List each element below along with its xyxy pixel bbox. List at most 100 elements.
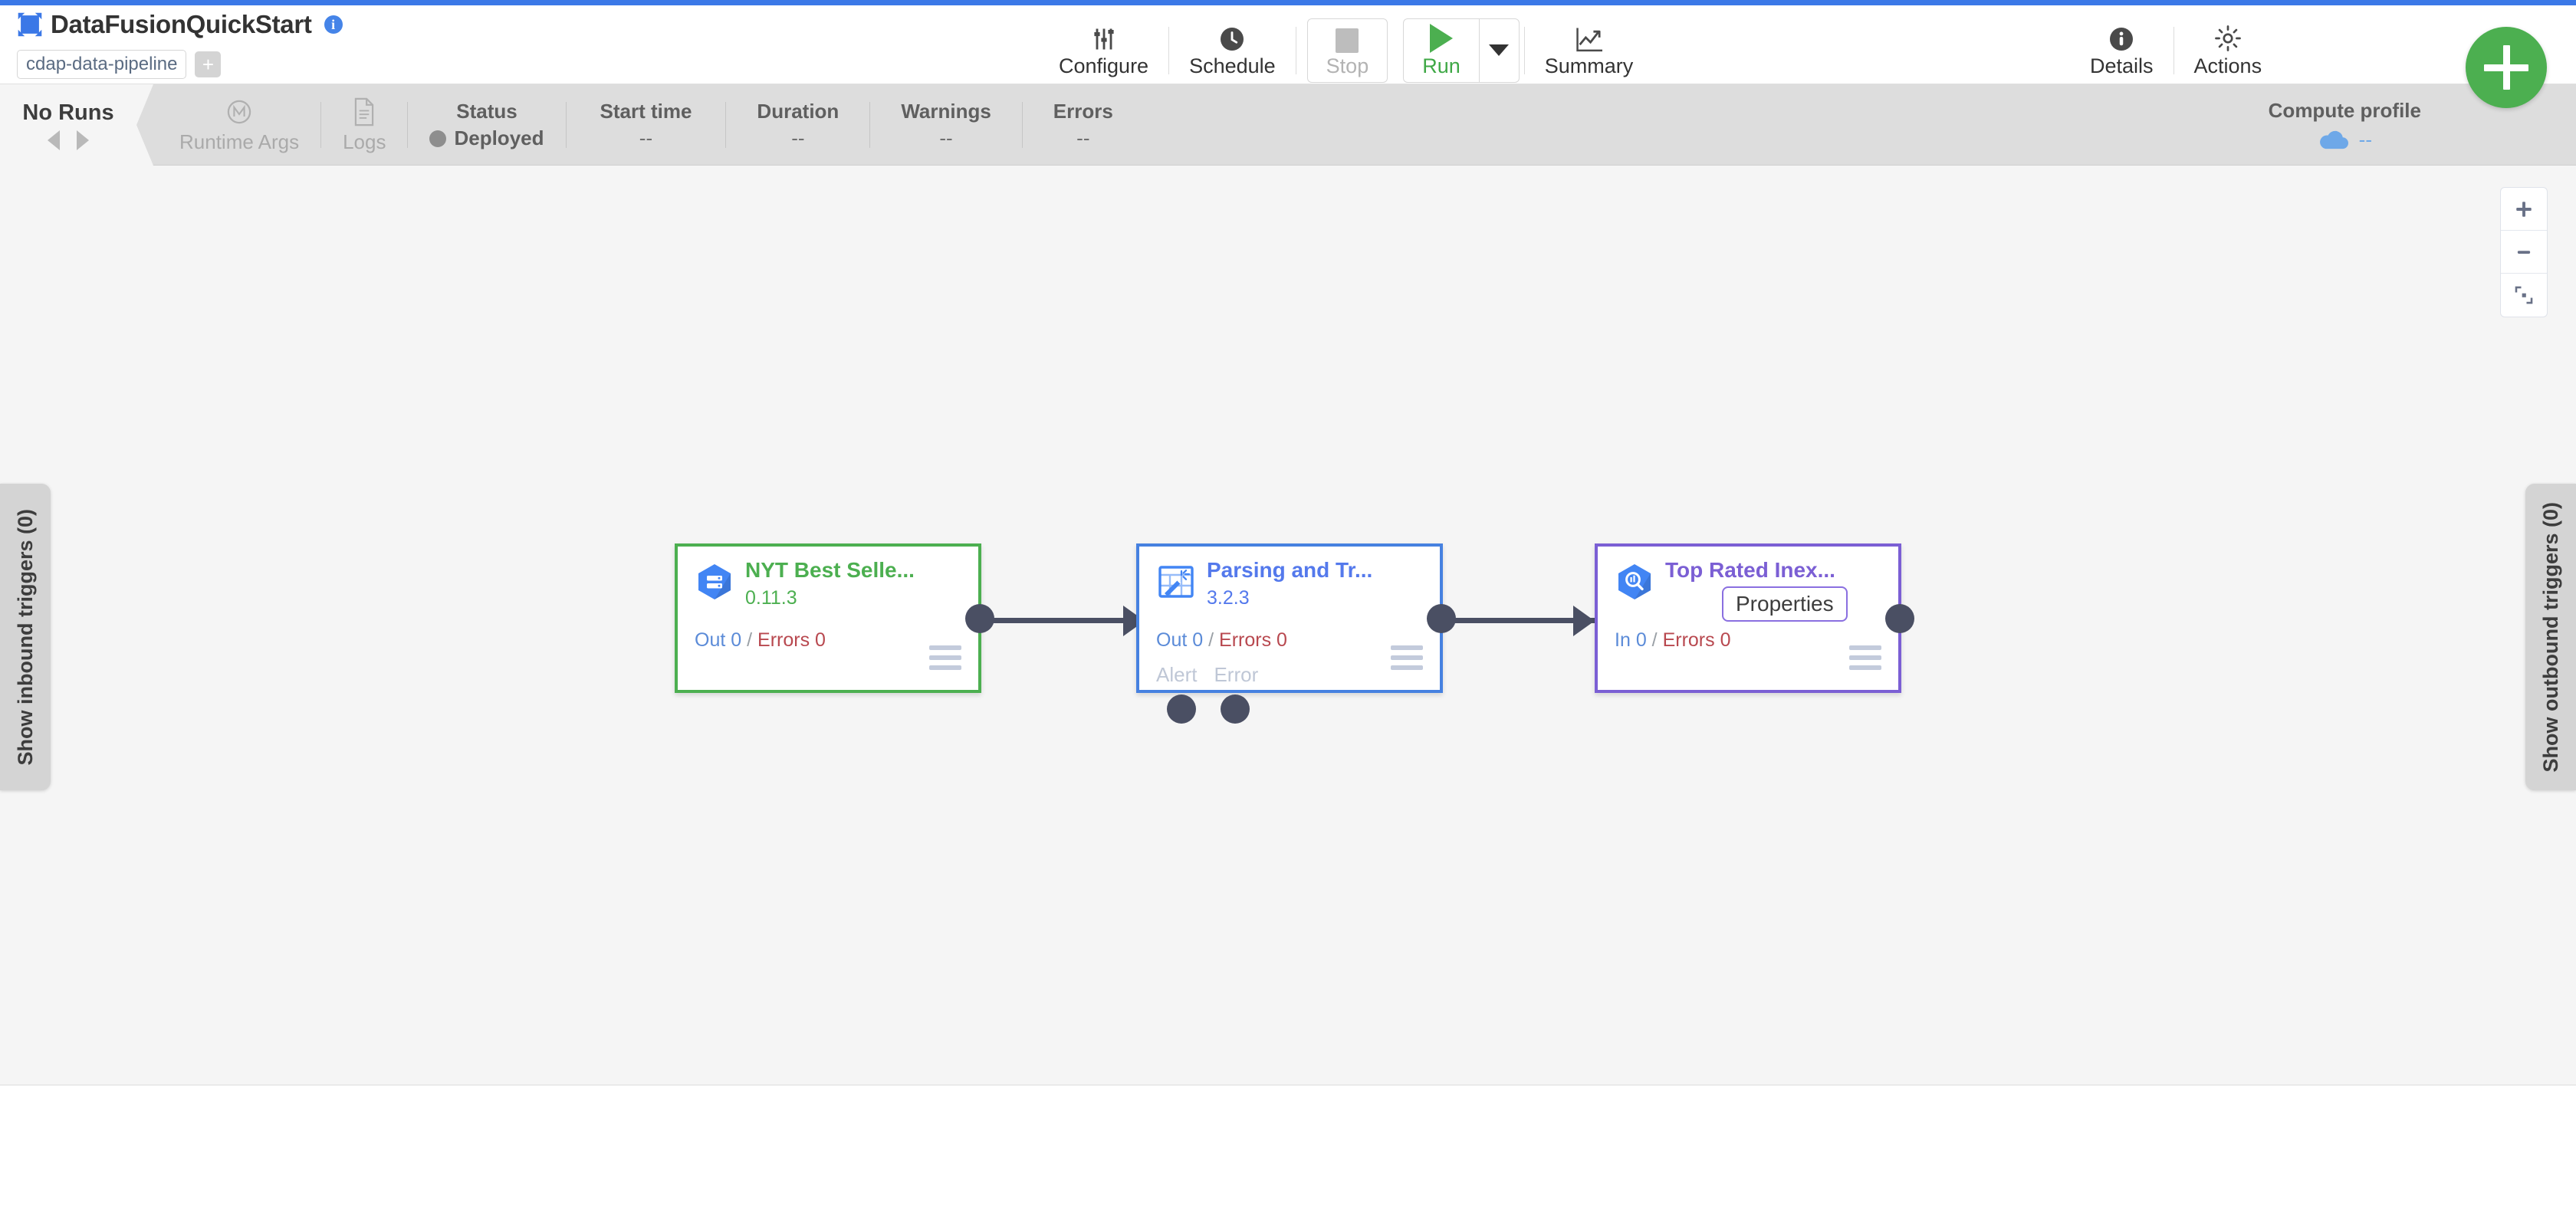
node-top-rated-inexpensive[interactable]: Top Rated Inex... Properties In 0 / Erro…: [1595, 543, 1901, 693]
node-metrics: In 0 / Errors 0: [1615, 629, 1731, 652]
errors-cell: Errors --: [1023, 84, 1144, 166]
hamburger-icon[interactable]: [1391, 645, 1423, 670]
details-label: Details: [2090, 54, 2154, 77]
connection-arrow-2: [1573, 606, 1595, 636]
page-title: DataFusionQuickStart: [51, 10, 312, 38]
document-icon: [352, 96, 376, 128]
node-title: Top Rated Inex...: [1665, 558, 1835, 582]
run-button[interactable]: Run: [1404, 19, 1479, 82]
actions-button[interactable]: Actions: [2174, 21, 2282, 80]
logs-button[interactable]: Logs: [321, 84, 407, 166]
warnings-value: --: [939, 126, 953, 149]
toolbar-divider: [1523, 26, 1525, 74]
runs-metrics-row: Runtime Args Logs Status Depl: [158, 84, 1144, 166]
zoom-out-button[interactable]: [2501, 231, 2547, 274]
toolbar-divider: [1168, 26, 1170, 74]
node-out-value: 0: [1192, 629, 1204, 651]
caret-right-icon[interactable]: [77, 130, 89, 150]
sliders-icon: [1089, 24, 1119, 53]
errors-label: Errors: [1053, 100, 1113, 123]
runtime-args-button[interactable]: Runtime Args: [158, 84, 320, 166]
error-port-endpoint[interactable]: [1221, 694, 1250, 724]
compute-profile-value: --: [2358, 127, 2372, 151]
node-output-endpoint-1[interactable]: [965, 604, 994, 633]
stop-square-icon: [1336, 24, 1359, 53]
status-badge: Deployed: [454, 126, 544, 149]
run-label: Run: [1422, 54, 1460, 77]
properties-tooltip[interactable]: Properties: [1722, 586, 1848, 622]
logs-label: Logs: [343, 130, 386, 153]
run-button-group[interactable]: Run: [1403, 18, 1520, 83]
node-errors-value: 0: [1276, 629, 1287, 651]
artifact-row: cdap-data-pipeline +: [17, 50, 222, 80]
runs-divider: [407, 102, 409, 148]
node-out-value: 0: [731, 629, 742, 651]
runs-divider: [320, 102, 322, 148]
node-output-endpoint-3[interactable]: [1885, 604, 1914, 633]
errors-value: --: [1076, 126, 1090, 149]
node-title: Parsing and Tr...: [1207, 558, 1373, 582]
outbound-triggers-tab[interactable]: Show outbound triggers (0): [2525, 484, 2576, 790]
runs-bar: No Runs Runtime Args: [0, 84, 2576, 166]
add-plugin-fab[interactable]: +: [2466, 27, 2547, 108]
inbound-triggers-label: Show inbound triggers (0): [13, 508, 37, 766]
node-in-label: In: [1615, 629, 1631, 651]
run-dropdown-button[interactable]: [1478, 18, 1519, 82]
alert-port-endpoint[interactable]: [1167, 694, 1196, 724]
node-output-endpoint-2[interactable]: [1427, 604, 1456, 633]
node-metric-separator: /: [747, 629, 753, 651]
actions-label: Actions: [2193, 54, 2262, 77]
connection-line-1[interactable]: [980, 618, 1148, 623]
hamburger-icon[interactable]: [929, 645, 961, 670]
runs-divider: [869, 102, 871, 148]
node-metrics: Out 0 / Errors 0: [1156, 629, 1287, 652]
pipeline-canvas[interactable]: Show inbound triggers (0) Show outbound …: [0, 166, 2576, 1085]
caret-down-icon: [1489, 44, 1510, 56]
node-metric-separator: /: [1208, 629, 1214, 651]
plus-icon: [2516, 201, 2532, 217]
configure-label: Configure: [1059, 54, 1149, 77]
node-out-label: Out: [695, 629, 726, 651]
summary-button[interactable]: Summary: [1525, 21, 1654, 80]
no-runs-panel: No Runs: [0, 84, 136, 166]
alert-port-label: Alert: [1156, 663, 1198, 686]
node-parsing-and-transform[interactable]: Parsing and Tr... 3.2.3 Out 0 / Errors 0…: [1136, 543, 1443, 693]
macro-icon: [225, 96, 253, 128]
schedule-label: Schedule: [1189, 54, 1276, 77]
bottom-area: [0, 1086, 2576, 1205]
line-chart-icon: [1575, 24, 1604, 53]
caret-left-icon[interactable]: [48, 130, 60, 150]
canvas-zoom-controls: [2500, 187, 2548, 317]
connection-line-2[interactable]: [1428, 618, 1598, 623]
node-errors-label: Errors: [1219, 629, 1272, 651]
fit-screen-icon: [2515, 286, 2533, 304]
runtime-args-label: Runtime Args: [179, 130, 300, 153]
secondary-toolbar: Details Actions: [2070, 11, 2282, 90]
node-errors-label: Errors: [1662, 629, 1715, 651]
no-runs-notch: [136, 84, 153, 166]
inbound-triggers-tab[interactable]: Show inbound triggers (0): [0, 484, 51, 790]
fit-to-screen-button[interactable]: [2501, 274, 2547, 317]
node-port-labels: Alert Error: [1156, 663, 1258, 687]
start-time-cell: Start time --: [567, 84, 726, 166]
cdap-logo-icon: [18, 12, 42, 37]
app-header: DataFusionQuickStart i cdap-data-pipelin…: [0, 5, 2576, 108]
node-in-value: 0: [1635, 629, 1647, 651]
stop-label: Stop: [1326, 54, 1369, 77]
stop-button[interactable]: Stop: [1306, 18, 1388, 83]
zoom-in-button[interactable]: [2501, 188, 2547, 231]
compute-profile-cell[interactable]: Compute profile --: [2269, 84, 2421, 166]
hamburger-icon[interactable]: [1849, 645, 1881, 670]
status-indicator-icon: [429, 130, 447, 147]
configure-button[interactable]: Configure: [1039, 21, 1168, 80]
schedule-button[interactable]: Schedule: [1169, 21, 1296, 80]
error-port-label: Error: [1214, 663, 1259, 686]
runs-divider: [725, 102, 727, 148]
node-errors-value: 0: [815, 629, 826, 651]
node-nyt-best-sellers[interactable]: NYT Best Selle... 0.11.3 Out 0 / Errors …: [675, 543, 981, 693]
artifact-tag[interactable]: cdap-data-pipeline: [17, 50, 187, 80]
summary-label: Summary: [1544, 54, 1634, 77]
details-button[interactable]: Details: [2070, 21, 2174, 80]
add-tag-button[interactable]: +: [195, 51, 222, 78]
info-icon[interactable]: i: [324, 15, 343, 34]
